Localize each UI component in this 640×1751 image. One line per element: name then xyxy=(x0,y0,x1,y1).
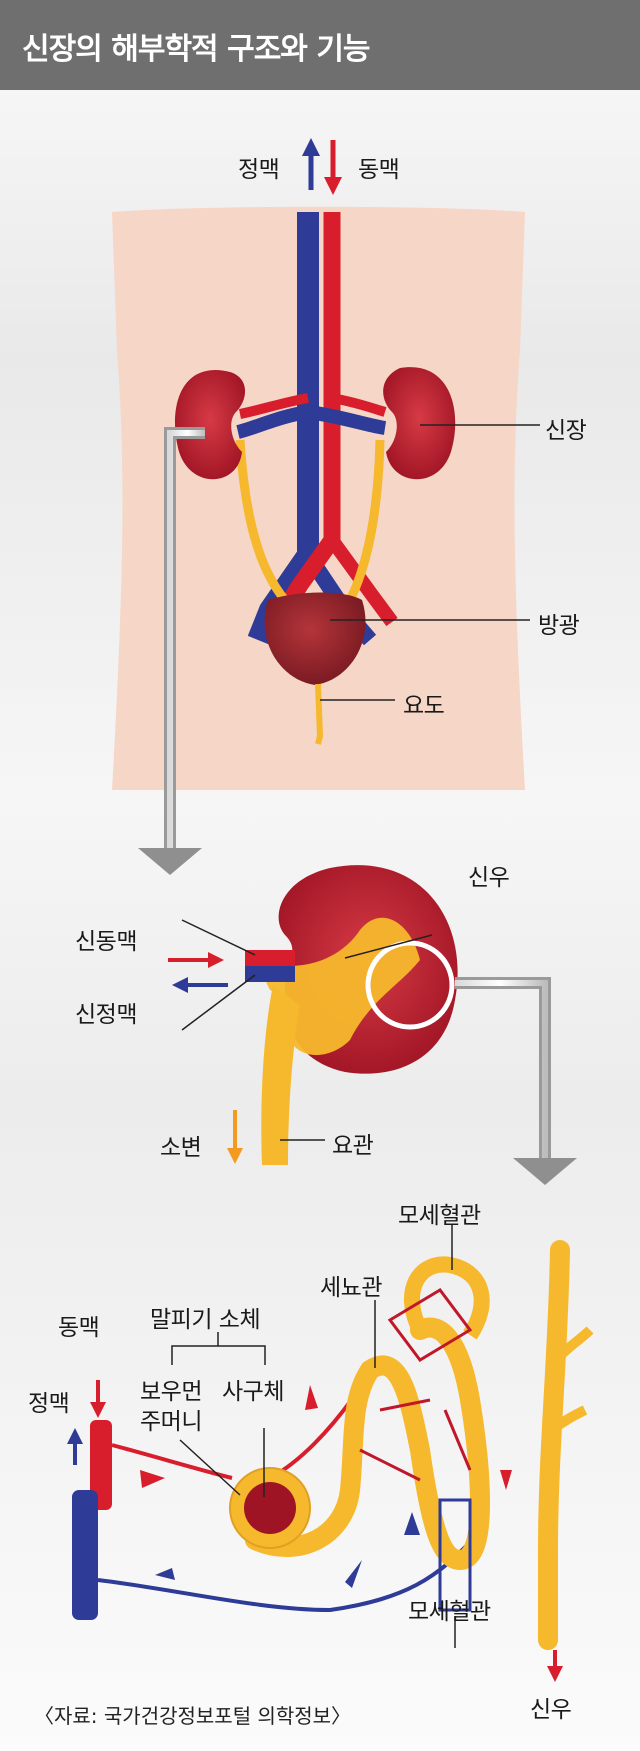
ureter-label: 요관 xyxy=(332,1133,374,1159)
nephron-artery-label: 동맥 xyxy=(58,1315,100,1341)
legend-artery-label: 동맥 xyxy=(358,157,400,183)
capillary-top-label: 모세혈관 xyxy=(398,1203,481,1229)
nephron-vein-label: 정맥 xyxy=(28,1391,70,1417)
page-title: 신장의 해부학적 구조와 기능 xyxy=(22,32,371,67)
nephron-detail xyxy=(67,1225,594,1682)
renal-vein-label: 신정맥 xyxy=(75,1002,137,1028)
bowman-label-line1: 보우먼 xyxy=(140,1379,202,1405)
kidney-detail xyxy=(168,865,458,1165)
zoom-arrow-2-icon xyxy=(455,977,577,1185)
kidney-right-shape xyxy=(383,367,456,480)
legend-vein-label: 정맥 xyxy=(238,157,280,183)
kidney-left-shape xyxy=(174,370,246,480)
title-bar: 신장의 해부학적 구조와 기능 xyxy=(0,0,640,90)
legend-arrows-icon xyxy=(302,138,342,195)
source-note: 〈자료: 국가건강정보포털 의학정보〉 xyxy=(34,1704,352,1728)
nephron-renal-pelvis-label: 신우 xyxy=(530,1697,572,1723)
kidney-label: 신장 xyxy=(545,418,587,444)
bladder-shape xyxy=(264,592,366,685)
bladder-label: 방광 xyxy=(538,613,580,639)
ureter-left xyxy=(235,439,289,603)
bowman-label-line2: 주머니 xyxy=(140,1409,202,1435)
urethra-shape xyxy=(315,683,324,745)
capillary-bottom-label: 모세혈관 xyxy=(408,1599,491,1625)
urine-label: 소변 xyxy=(160,1135,202,1161)
zoom-arrow-1-icon xyxy=(138,427,205,875)
malpighian-corpuscle-label: 말피기 소체 xyxy=(150,1307,261,1333)
ureter-right xyxy=(345,439,385,603)
urethra-label: 요도 xyxy=(403,693,445,719)
renal-artery-label: 신동맥 xyxy=(75,929,137,955)
glomerulus-label: 사구체 xyxy=(222,1379,284,1405)
tubule-label: 세뇨관 xyxy=(320,1275,382,1301)
renal-pelvis-label: 신우 xyxy=(468,865,510,891)
